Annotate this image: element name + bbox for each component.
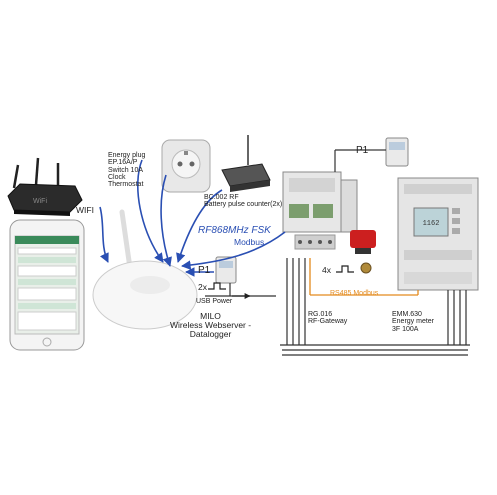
energy-plug-line-1: Energy plug <box>108 152 146 159</box>
wifi-router: WiFi <box>7 157 83 216</box>
pulse-2x-label: 2x <box>198 282 207 292</box>
bc002-label: BC.002 RF Battery pulse counter(2x) <box>204 194 282 209</box>
energy-plug-label: Energy plug EP.16A/P Switch 10A Clock Th… <box>108 152 145 189</box>
smartphone <box>9 219 85 351</box>
rg016-line-2: RF-Gateway <box>308 318 348 326</box>
rf-links <box>99 159 286 277</box>
energy-plug-line-5: Thermostat <box>108 181 144 189</box>
wifi-label: WIFI <box>76 205 94 215</box>
rg016-gateway <box>282 171 358 250</box>
emm630-meter: 1162 <box>397 177 479 291</box>
p1-meter-top <box>385 137 409 167</box>
rs485-link <box>309 258 419 296</box>
p1-left-label: P1 <box>198 265 211 276</box>
rf-fsk-label: RF868MHz FSK <box>198 225 271 236</box>
usb-power-label: USB Power <box>196 298 233 305</box>
emm630-line-2: Energy meter <box>392 318 435 326</box>
p1-meter-left <box>215 256 237 284</box>
rs485-label: RS485 Modbus <box>330 290 379 297</box>
energy-plug-line-4: Clock <box>108 174 126 182</box>
pulse-4x-label: 4x <box>322 265 331 275</box>
emm630-line-1: EMM.630 <box>392 311 422 318</box>
milo-line-2: Wireless Webserver - <box>170 319 252 330</box>
milo-line-3: Datalogger <box>189 328 232 339</box>
rg016-line-1: RG.016 <box>308 311 333 318</box>
milo-line-1: MILO <box>200 311 221 321</box>
pulse-symbols <box>208 265 354 290</box>
energy-plug-line-2: EP.16A/P <box>108 159 138 167</box>
rg016-label: RG.016 RF-Gateway <box>308 311 347 326</box>
bc002-line-1: BC.002 RF <box>204 194 239 201</box>
p1-top-label: P1 <box>356 145 369 156</box>
modbus-label: Modbus <box>234 237 265 247</box>
bc002-counter <box>221 135 271 192</box>
milo-webserver <box>92 209 198 330</box>
milo-label: MILO Wireless Webserver - Datalogger <box>170 312 251 339</box>
svg-text:1162: 1162 <box>423 220 440 228</box>
energy-plug <box>161 139 211 193</box>
energy-plug-line-3: Switch 10A <box>108 166 144 174</box>
bc002-line-2: Battery pulse counter(2x) <box>204 201 283 209</box>
emm630-label: EMM.630 Energy meter 3F 100A <box>392 311 434 333</box>
svg-text:WiFi: WiFi <box>33 198 47 205</box>
bus-lines <box>205 149 470 356</box>
pulse-meter <box>350 230 376 274</box>
emm630-line-3: 3F 100A <box>392 325 419 333</box>
